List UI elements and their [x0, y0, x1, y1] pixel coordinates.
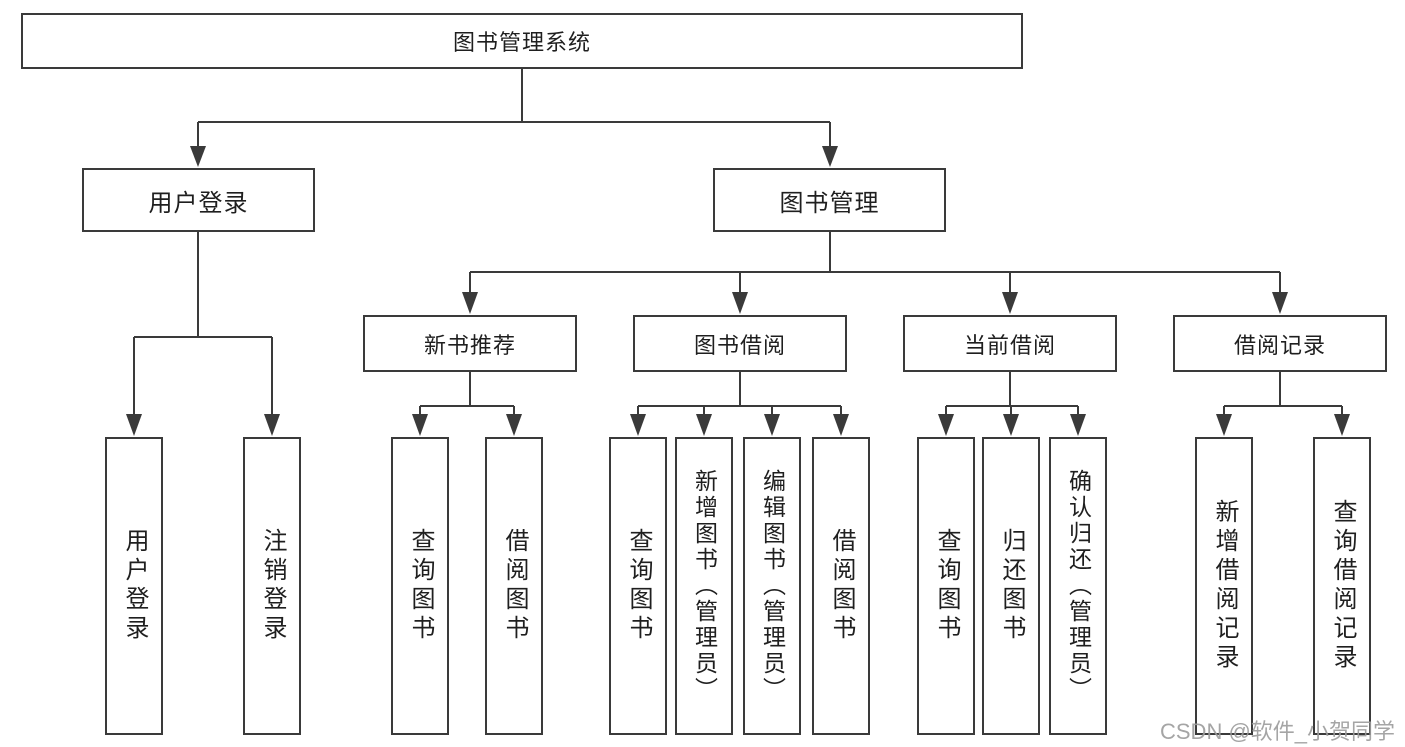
leaf-return-book: 归还图书: [982, 437, 1040, 735]
leaf-current-query-books-label: 查询图书: [933, 528, 960, 644]
leaf-borrow-borrow-books: 借阅图书: [812, 437, 870, 735]
leaf-query-borrow-record: 查询借阅记录: [1313, 437, 1371, 735]
leaf-edit-book-admin-label: 编辑图书（管理员）: [759, 469, 786, 703]
leaf-add-book-admin: 新增图书（管理员）: [675, 437, 733, 735]
leaf-recommend-query-books: 查询图书: [391, 437, 449, 735]
leaf-user-login-label: 用户登录: [121, 528, 148, 644]
leaf-edit-book-admin: 编辑图书（管理员）: [743, 437, 801, 735]
leaf-add-borrow-record: 新增借阅记录: [1195, 437, 1253, 735]
node-book-management: 图书管理: [713, 168, 946, 232]
node-new-book-recommend: 新书推荐: [363, 315, 577, 372]
node-book-borrow: 图书借阅: [633, 315, 847, 372]
leaf-confirm-return-admin: 确认归还（管理员）: [1049, 437, 1107, 735]
node-borrow-records: 借阅记录: [1173, 315, 1387, 372]
leaf-confirm-return-admin-label: 确认归还（管理员）: [1065, 469, 1092, 703]
leaf-add-book-admin-label: 新增图书（管理员）: [691, 469, 718, 703]
leaf-logout-label: 注销登录: [259, 528, 286, 644]
leaf-borrow-borrow-books-label: 借阅图书: [828, 528, 855, 644]
leaf-return-book-label: 归还图书: [998, 528, 1025, 644]
node-root-label: 图书管理系统: [452, 30, 591, 55]
node-current-borrow: 当前借阅: [903, 315, 1117, 372]
leaf-recommend-borrow-books-label: 借阅图书: [501, 528, 528, 644]
node-book-management-label: 图书管理: [779, 189, 880, 217]
arrowheads: [126, 146, 1350, 436]
node-borrow-records-label: 借阅记录: [1233, 332, 1326, 358]
node-current-borrow-label: 当前借阅: [963, 332, 1056, 358]
node-user-login: 用户登录: [82, 168, 315, 232]
node-root-system: 图书管理系统: [21, 13, 1023, 69]
leaf-logout: 注销登录: [243, 437, 301, 735]
leaf-add-borrow-record-label: 新增借阅记录: [1211, 499, 1238, 673]
node-new-book-recommend-label: 新书推荐: [423, 332, 516, 358]
node-book-borrow-label: 图书借阅: [693, 332, 786, 358]
node-user-login-label: 用户登录: [148, 189, 249, 217]
csdn-watermark: CSDN @软件_小贺同学: [1160, 719, 1396, 744]
leaf-recommend-borrow-books: 借阅图书: [485, 437, 543, 735]
leaf-borrow-query-books: 查询图书: [609, 437, 667, 735]
leaf-query-borrow-record-label: 查询借阅记录: [1329, 499, 1356, 673]
leaf-user-login: 用户登录: [105, 437, 163, 735]
leaf-borrow-query-books-label: 查询图书: [625, 528, 652, 644]
leaf-recommend-query-books-label: 查询图书: [407, 528, 434, 644]
leaf-current-query-books: 查询图书: [917, 437, 975, 735]
